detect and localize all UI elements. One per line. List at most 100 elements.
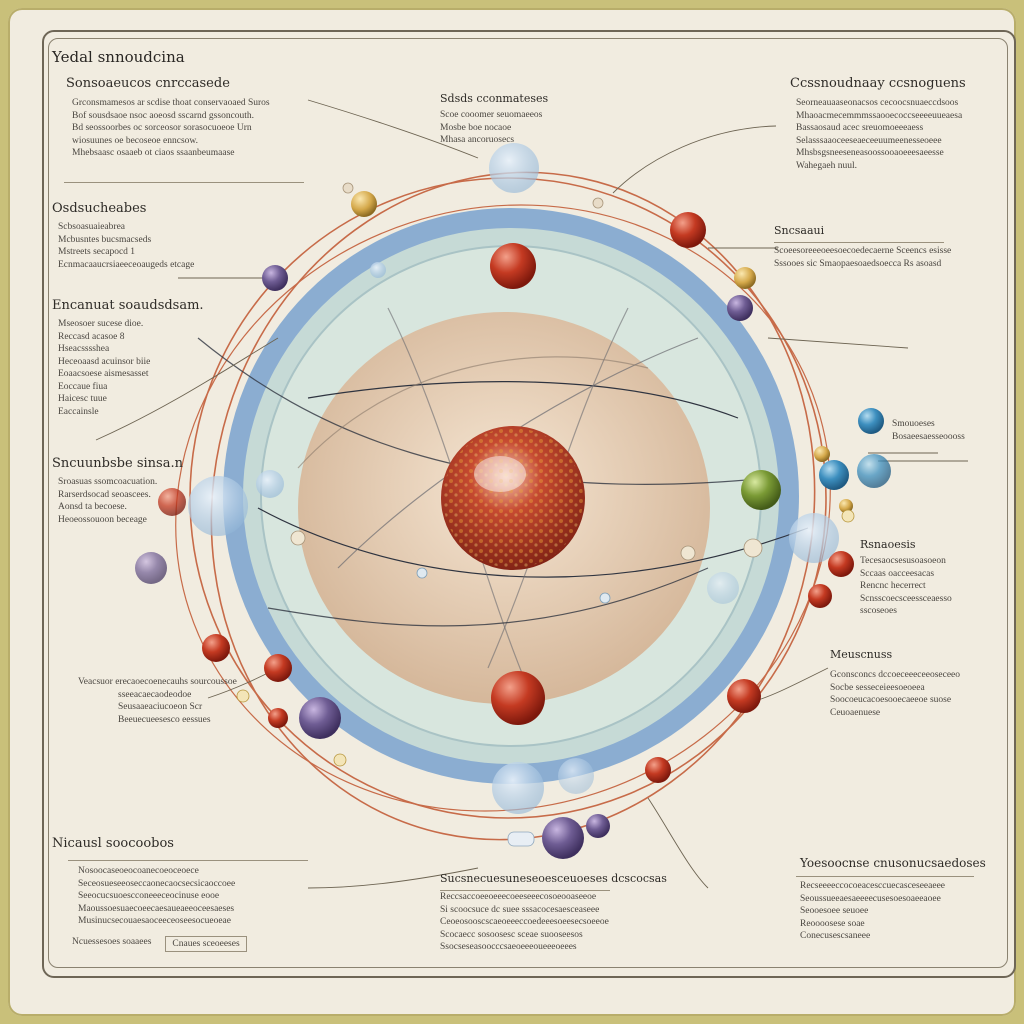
block-line: Rencnc hecerrect [860, 581, 926, 591]
block-line: Seooesoee seuoee [800, 906, 869, 916]
block-line: Sssooes sic Smaopaesoaedsoecca Rs asoasd [774, 258, 942, 269]
block-line: Seeocucsuoescconeeeceocinuse eooe [78, 891, 220, 901]
organelles [135, 143, 891, 859]
block-line: Conecusescsaneee [800, 931, 871, 941]
outer-frame [42, 30, 1016, 978]
block-line: Mhaoacmecemmmssaooecoccseeeeuueaesa [796, 110, 963, 121]
block-heading: Encanuat soaudsdsam. [52, 298, 204, 313]
nucleus-highlight [474, 456, 526, 492]
block-line: Bof sousdsaoe nsoc aoeosd sscarnd gssonc… [72, 110, 255, 121]
block-line: Veacsuor erecaoecoenecauhs sourcoussoe [78, 677, 237, 687]
footnote-tag-boxed: Cnaues sceoeeses [165, 935, 247, 952]
block-line: Soocoeucacoesooecaeeoe suose [830, 695, 952, 705]
block-line: Ceoeosooscscaeoeeeccoedeeesoeesecsoeeoe [440, 917, 609, 927]
block-line: Scoeesoreeeoeesoecoedecaerne Sceencs esi… [774, 246, 952, 256]
footnote-tag: Ncuessesoes soaaees [72, 936, 152, 947]
block-line: Eoccaue fiua [58, 381, 108, 392]
leader-lines [95, 99, 968, 889]
block-line: Smouoeses [892, 419, 935, 429]
divider [440, 890, 610, 891]
block-line: Eoaacsoese aismesasset [58, 369, 149, 379]
text-block-bottom-left: Nicausl soocoobos Nosoocaseoeocoanecoeoc… [52, 836, 247, 952]
block-line: Scbsoasuaieabrea [58, 222, 125, 232]
block-line: Recseeeeccocoeacesccuecasceseeaeee [800, 881, 946, 891]
block-line: Mcbusntes bucsmacseds [58, 234, 152, 245]
block-line: Socbe sesseceieesoeoeea [830, 682, 925, 693]
block-line: Scoe cooomer seuomaeeos [440, 110, 543, 120]
block-line: Scocaecc sosoosesc sceae suooseesos [440, 929, 583, 940]
block-line: Eaccainsle [58, 406, 99, 417]
block-heading: Nicausl soocoobos [52, 836, 174, 851]
block-line: sseeacaecaodeodoe [118, 689, 192, 700]
block-line: Haicesc tuue [58, 394, 107, 404]
block-line: Mstreets secapocd 1 [58, 247, 136, 257]
block-line: Grconsmamesos ar scdise thoat conservaoa… [72, 98, 270, 108]
divider [796, 876, 974, 877]
block-line: Reoooosese soae [800, 918, 865, 929]
block-line: Rarserdsocad seoascees. [58, 489, 151, 500]
text-block-right-4: Meuscnuss Gconsconcs dccoeceeeceeoseceeo… [830, 648, 960, 719]
block-line: Ceuoaenuese [830, 707, 881, 718]
block-line: Maoussoesuaecoeecaesaueaeeoceesaeses [78, 903, 235, 914]
block-line: Heceoaasd acuinsor biie [58, 356, 151, 367]
block-line: Tecesaocsesusoasoeon [860, 556, 946, 566]
block-line: Reccasd acasoe 8 [58, 331, 125, 342]
block-line: Beeuecueesesco eessues [118, 714, 211, 725]
divider [774, 242, 944, 243]
block-line: Heoeossouoon beceage [58, 514, 147, 525]
block-line: Seusaaeaciucoeon Scr [118, 702, 203, 712]
block-line: Mseosoer sucese dioe. [58, 319, 144, 329]
text-block-left-1: Osdsucheabes Scbsoasuaieabrea Mcbusntes … [52, 201, 194, 271]
cell-diagram [95, 99, 968, 889]
poster: Yedal snnoudcina Sonsoaeucos cnrccasede … [8, 8, 1016, 1016]
block-line: Seceosueseeoseccaonecaocsecsicaoccoee [78, 878, 236, 889]
block-line: Aonsd ta becoese. [58, 502, 127, 512]
block-heading: Sncsaaui [774, 224, 825, 237]
block-line: Sccaas oacceesacas [860, 568, 935, 579]
text-block-right-2: Smouoeses Bosaeesaesseoooss [892, 418, 965, 443]
block-line: Nosoocaseoeocoanecoeoceoece [78, 866, 199, 876]
block-heading: Meuscnuss [830, 648, 893, 661]
divider [64, 182, 304, 183]
block-heading: Sdsds cconmateses [440, 92, 549, 105]
block-line: Seoussueeaesaeeeecusesoesoaeeaoee [800, 893, 941, 904]
block-heading: Osdsucheabes [52, 201, 147, 216]
page-title: Yedal snnoudcina [52, 48, 185, 66]
inner-frame [48, 38, 1008, 968]
block-heading: Yoesoocnse cnusonucsaedoses [800, 856, 986, 870]
text-block-top-right: Ccssnoudnaay ccsnoguens Seorneauaaseonac… [790, 76, 966, 172]
block-line: wiosuunes oe becoseoe enncsow. [72, 135, 199, 146]
block-line: Musinucsecouaesaoceeceoseesocueoeae [78, 916, 231, 926]
block-line: Reccsaccoeeoeeecoeeseeecosoeooaseeoe [440, 892, 597, 902]
block-line: Ecnmacaaucrsiaeeceoaugeds etcage [58, 259, 195, 270]
block-line: Bosaeesaesseoooss [892, 431, 965, 442]
text-block-left-2: Encanuat soaudsdsam. Mseosoer sucese dio… [52, 298, 204, 418]
block-line: Mhsbsgsneeseneasoossooaoeeesaeesse [796, 148, 944, 158]
nucleus-granules [443, 428, 583, 568]
text-block-right-1: Sncsaaui Scoeesoreeeoeesoecoedecaerne Sc… [774, 224, 951, 270]
block-line: Hseacsssshea [58, 344, 110, 354]
text-block-left-3: Sncuunbsbe sinsa.n Sroasuas ssomcoacuati… [52, 456, 183, 526]
block-line: sscoseoes [860, 606, 897, 616]
block-heading: Sncuunbsbe sinsa.n [52, 456, 183, 471]
text-block-top-left: Sonsoaeucos cnrccasede Grconsmamesos ar … [66, 76, 270, 160]
text-block-top-center: Sdsds cconmateses Scoe cooomer seuomaeeo… [440, 92, 548, 147]
block-line: Bassaosaud acec sreuomoeeeaess [796, 123, 924, 133]
block-line: Mhebsaasc osaaeb ot ciaos ssaanbeumaase [72, 148, 235, 158]
block-line: Mhasa ancoruosecs [440, 135, 515, 145]
block-line: Wahegaeh nuul. [796, 160, 857, 171]
block-heading: Ccssnoudnaay ccsnoguens [790, 76, 966, 91]
block-line: Bd seossoorbes oc sorceosor sorasocuoeoe… [72, 123, 252, 133]
block-line: Seorneauaaseonacsos cecoocsnuaeccdsoos [796, 98, 959, 108]
block-line: Sroasuas ssomcoacuation. [58, 477, 158, 487]
text-block-right-3: Rsnaoesis Tecesaocsesusoasoeon Sccaas oa… [860, 538, 952, 618]
block-heading: Rsnaoesis [860, 538, 916, 551]
block-line: Selasssaaoceeseaeceeuumeenesseoeee [796, 135, 942, 146]
block-heading: Sonsoaeucos cnrccasede [66, 76, 230, 91]
text-block-bottom-center: Sucsnecuesuneseoesceuoeses dcscocsas Rec… [440, 872, 667, 954]
divider [68, 860, 308, 861]
block-line: Mosbe boe nocaoe [440, 122, 512, 133]
text-block-bottom-right: Yoesoocnse cnusonucsaedoses Recseeeeccoc… [796, 856, 986, 943]
text-block-left-4: Veacsuor erecaoecoenecauhs sourcoussoe s… [78, 676, 237, 726]
block-line: Si scoocsuce dc suee sssacocesaesceaseee [440, 904, 600, 915]
